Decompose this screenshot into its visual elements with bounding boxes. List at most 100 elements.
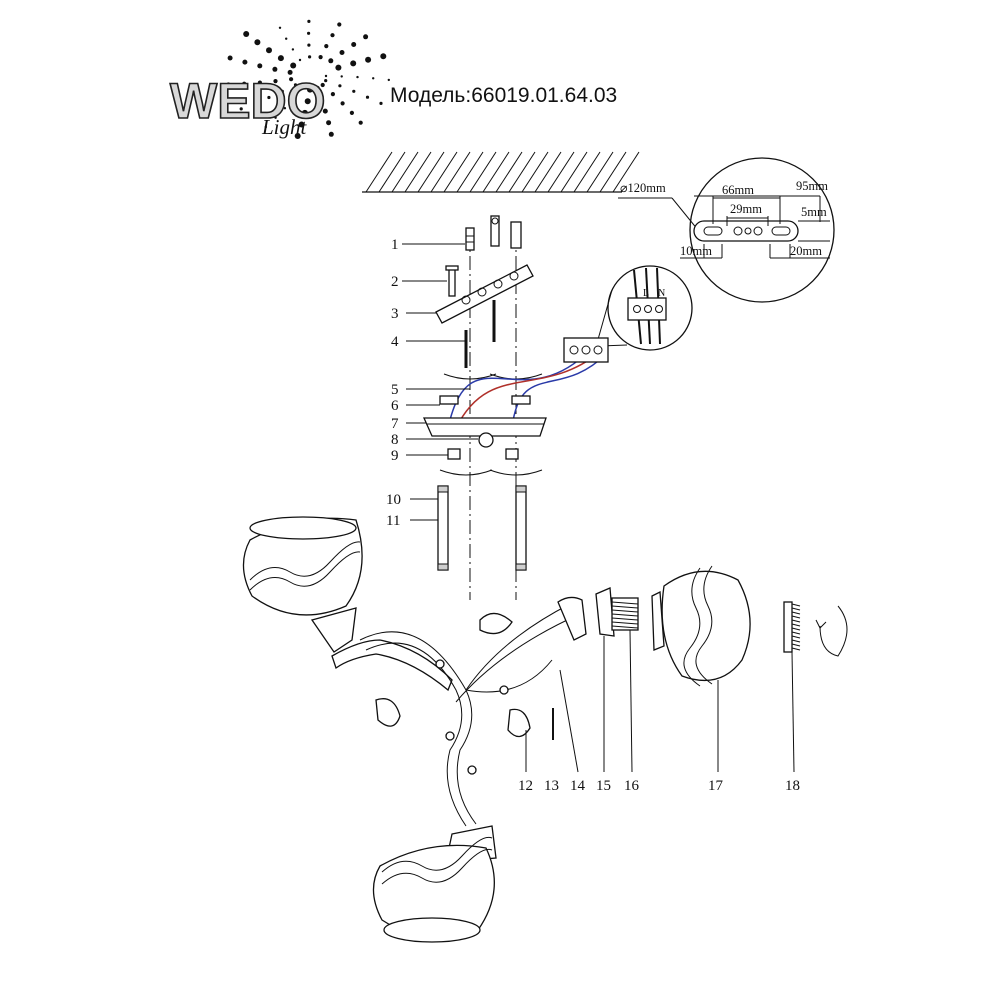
logo-dot: [340, 75, 343, 78]
logo-dot: [298, 121, 305, 128]
logo-dot: [253, 101, 257, 105]
logo-dot: [278, 26, 282, 29]
logo-dot: [337, 22, 342, 27]
logo-dot: [349, 110, 354, 115]
part-1-wall-plug: [465, 221, 522, 251]
rotate-arrow-large: [819, 605, 848, 657]
terminal-l: L: [643, 288, 649, 299]
logo-dot: [239, 107, 243, 111]
logo-dot: [350, 60, 357, 67]
logo-dot: [379, 101, 383, 105]
logo-dot: [283, 107, 287, 110]
brand-subname: Light: [261, 115, 308, 139]
part-number: 10: [386, 492, 401, 508]
logo-dot: [292, 97, 295, 100]
label-12: 12: [518, 730, 533, 794]
logo-dot: [330, 92, 335, 97]
detail-circle: [689, 157, 835, 303]
part-3-mounting-bar: [435, 264, 534, 324]
arm-end: [557, 596, 587, 641]
logo-dot: [304, 98, 311, 105]
logo-dot: [352, 89, 356, 93]
part-4-screws: [464, 300, 496, 368]
logo-dot: [257, 63, 263, 69]
terminal-block: [563, 337, 609, 363]
part-15-16-socket: [595, 587, 639, 637]
label-2: 2: [391, 274, 447, 290]
part-12-crystal: [375, 698, 401, 727]
logo-dot: [319, 97, 324, 103]
label-4: 4: [391, 334, 465, 350]
logo-dot: [242, 59, 248, 65]
logo-dot: [307, 43, 311, 47]
logo-dot: [380, 53, 387, 60]
part-18-ring: [783, 601, 801, 653]
logo-dot: [266, 47, 272, 54]
logo-dot: [363, 34, 369, 40]
part-10-11-rods: [437, 485, 527, 571]
logo-dot: [242, 81, 247, 86]
part-number: 12: [518, 778, 533, 794]
label-17: 17: [708, 680, 724, 794]
dim-20: 20mm: [790, 244, 822, 258]
rotate-arrow: [443, 373, 497, 380]
label-7: 7: [391, 416, 426, 432]
label-8: 8: [391, 432, 478, 448]
chandelier-body: [242, 516, 848, 943]
wire-red: [455, 351, 601, 429]
ceiling-hatch: [362, 151, 640, 193]
part-12-crystal: [479, 612, 513, 635]
logo-dot: [307, 31, 311, 35]
part-8-hub: [478, 432, 494, 448]
part-number: 8: [391, 432, 399, 448]
label-16: 16: [624, 629, 640, 794]
part-number: 9: [391, 448, 399, 464]
part-number: 7: [391, 416, 399, 432]
model-number: Модель:66019.01.64.03: [390, 84, 618, 107]
part-number: 16: [624, 778, 640, 794]
part-6-nut: [439, 395, 531, 405]
logo-dot: [307, 19, 311, 23]
label-1: 1: [391, 237, 465, 253]
label-13: 13: [544, 708, 559, 794]
logo-dot: [301, 109, 308, 116]
logo-dot: [340, 101, 345, 106]
part-number: 2: [391, 274, 399, 290]
logo-dot: [372, 77, 375, 80]
logo-dot: [289, 77, 294, 82]
terminal-n: N: [658, 288, 665, 299]
label-15: 15: [596, 636, 611, 794]
logo-dot: [318, 55, 323, 60]
part-number: 6: [391, 398, 399, 414]
label-6: 6: [391, 398, 440, 414]
logo-dot: [330, 33, 335, 38]
logo-dot: [294, 133, 301, 139]
part-number: 15: [596, 778, 611, 794]
logo-dot: [273, 79, 278, 84]
logo-dot: [387, 78, 390, 82]
part-number: 14: [570, 778, 586, 794]
dim-5: 5mm: [801, 205, 827, 219]
logo-dot: [272, 66, 278, 72]
part-7-canopy: [422, 417, 547, 437]
logo-dot: [324, 79, 328, 83]
logo-dot: [365, 56, 372, 63]
logo-dot: [314, 85, 320, 91]
logo-dot: [320, 82, 325, 88]
shade-lower: [372, 825, 497, 943]
mounting-hardware: [422, 215, 609, 600]
logo-dot: [267, 95, 271, 100]
logo-dot: [274, 116, 277, 119]
logo-dot: [335, 64, 342, 71]
part-2-screw: [445, 265, 459, 297]
dim-66: 66mm: [722, 183, 754, 197]
logo-dot: [277, 55, 284, 62]
mounting-bar-dimension-detail: ⌀120mm 66mm 29mm 95mm 5mm 10mm 20mm: [618, 157, 835, 303]
detail-bar: [693, 220, 799, 242]
logo-dot: [254, 39, 261, 46]
logo-dot: [226, 82, 231, 87]
part-number: 18: [785, 778, 800, 794]
dim-95: 95mm: [796, 179, 828, 193]
rotate-arrow: [439, 469, 493, 476]
